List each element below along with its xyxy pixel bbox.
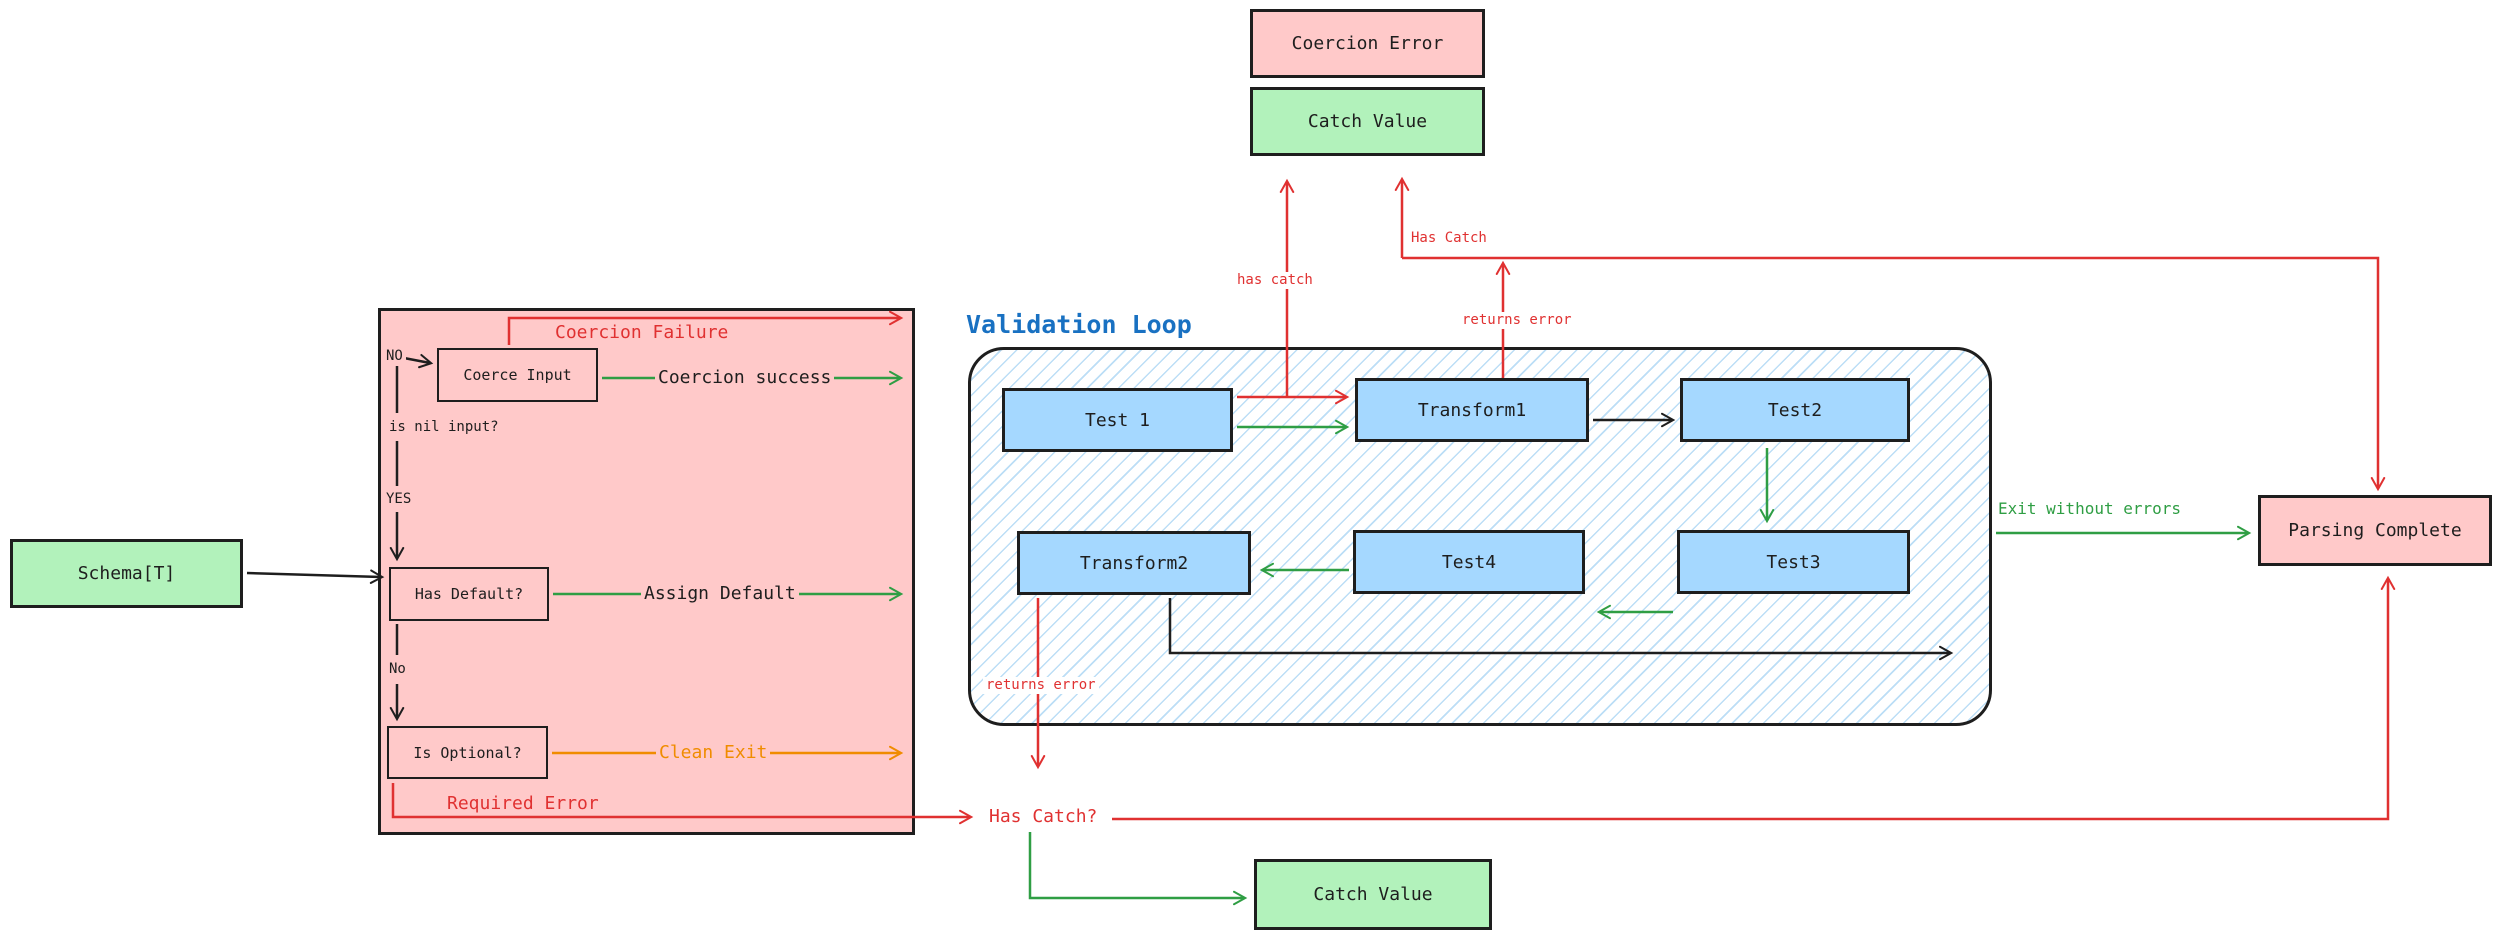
node-catch-value-top: Catch Value bbox=[1250, 87, 1485, 156]
label-has-catch-question: Has Catch? bbox=[986, 806, 1101, 828]
node-test2: Test2 bbox=[1680, 378, 1910, 442]
label-returns-error-top: returns error bbox=[1459, 312, 1575, 329]
edge-schema-to-has-default bbox=[246, 569, 385, 584]
node-schema: Schema[T] bbox=[10, 539, 243, 608]
label-has-catch-top: Has Catch bbox=[1408, 230, 1490, 247]
label-is-nil-input: is nil input? bbox=[386, 419, 502, 436]
label-returns-error-bottom: returns error bbox=[983, 677, 1099, 694]
label-yes: YES bbox=[383, 491, 415, 508]
node-test4: Test4 bbox=[1353, 530, 1585, 594]
node-transform2: Transform2 bbox=[1017, 531, 1251, 595]
node-is-optional: Is Optional? bbox=[387, 726, 548, 779]
label-assign-default: Assign Default bbox=[641, 583, 799, 605]
edge-has-catch-to-catch-value bbox=[1028, 832, 1248, 906]
node-has-default: Has Default? bbox=[389, 567, 549, 621]
label-no-upper: NO bbox=[383, 348, 406, 365]
node-test3: Test3 bbox=[1677, 530, 1910, 594]
label-required-error: Required Error bbox=[444, 793, 602, 815]
label-coercion-success: Coercion success bbox=[655, 367, 835, 389]
label-exit-without-errors: Exit without errors bbox=[1995, 499, 2185, 519]
label-no-lower: No bbox=[386, 661, 409, 678]
node-coerce-input: Coerce Input bbox=[437, 348, 598, 402]
node-transform1: Transform1 bbox=[1355, 378, 1589, 442]
label-has-catch: has catch bbox=[1234, 272, 1316, 289]
label-coercion-failure: Coercion Failure bbox=[552, 322, 732, 344]
node-test1: Test 1 bbox=[1002, 388, 1233, 452]
node-coercion-error: Coercion Error bbox=[1250, 9, 1485, 78]
label-clean-exit: Clean Exit bbox=[656, 742, 771, 764]
node-catch-value-bottom: Catch Value bbox=[1254, 859, 1492, 930]
validation-loop-title: Validation Loop bbox=[966, 310, 1192, 339]
node-parsing-complete: Parsing Complete bbox=[2258, 495, 2492, 566]
